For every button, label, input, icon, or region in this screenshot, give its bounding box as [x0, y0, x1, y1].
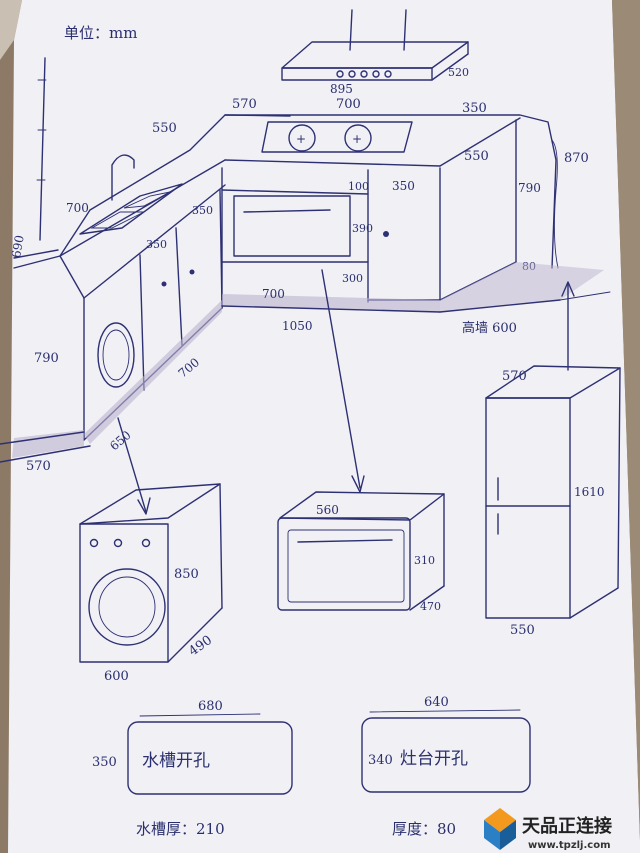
svg-text:550: 550: [510, 623, 535, 638]
svg-text:350: 350: [146, 238, 167, 251]
svg-text:640: 640: [424, 695, 449, 710]
sink-cutout: 680 350 水槽开孔 水槽厚：210: [92, 699, 293, 838]
svg-text:340: 340: [368, 753, 393, 768]
svg-text:700: 700: [66, 201, 89, 215]
paper-sheet: [8, 0, 640, 853]
detail-arrows: [117, 269, 575, 515]
svg-text:+: +: [352, 132, 362, 146]
svg-text:700: 700: [262, 287, 285, 301]
svg-text:470: 470: [420, 600, 441, 613]
svg-text:790: 790: [34, 351, 59, 366]
svg-text:350: 350: [92, 755, 117, 770]
svg-text:560: 560: [316, 503, 339, 517]
fridge-drawing: 570 1610 550: [485, 365, 621, 638]
svg-text:350: 350: [192, 204, 213, 217]
svg-text:550: 550: [464, 149, 489, 164]
svg-text:600: 600: [104, 669, 129, 684]
svg-text:灶台开孔: 灶台开孔: [400, 749, 468, 769]
svg-text:570: 570: [232, 97, 257, 112]
svg-text:300: 300: [342, 272, 363, 285]
svg-text:550: 550: [152, 121, 177, 136]
left-height-dimension: 690: [9, 57, 47, 259]
svg-text:790: 790: [518, 181, 541, 195]
svg-text:350: 350: [462, 101, 487, 116]
svg-text:310: 310: [414, 554, 435, 567]
svg-text:1050: 1050: [282, 319, 313, 333]
unit-label: 单位：mm: [64, 24, 137, 42]
svg-text:690: 690: [9, 234, 27, 259]
svg-text:水槽开孔: 水槽开孔: [142, 751, 210, 771]
svg-text:870: 870: [564, 151, 589, 166]
svg-text:1610: 1610: [574, 485, 605, 499]
svg-text:570: 570: [502, 369, 527, 384]
svg-text:570: 570: [26, 459, 51, 474]
svg-text:520: 520: [448, 66, 469, 79]
watermark-url: www.tpzlj.com: [528, 840, 611, 851]
svg-text:高墙 600: 高墙 600: [462, 320, 517, 336]
kitchen-counter: + + 550 570 700 350 550 870 700 350 350 …: [0, 97, 611, 474]
svg-text:厚度：80: 厚度：80: [392, 820, 456, 838]
svg-text:895: 895: [330, 82, 353, 96]
watermark-name: 天品正连接: [522, 815, 612, 837]
svg-text:+: +: [296, 132, 306, 146]
stove-cutout: 640 340 灶台开孔 厚度：80: [361, 695, 531, 838]
svg-text:350: 350: [392, 179, 415, 193]
svg-text:850: 850: [174, 567, 199, 582]
svg-text:680: 680: [198, 699, 223, 714]
oven-drawing: 560 310 470: [277, 491, 445, 613]
svg-text:水槽厚：210: 水槽厚：210: [136, 820, 225, 838]
svg-text:100: 100: [348, 180, 369, 193]
watermark: 天品正连接 www.tpzlj.com: [484, 808, 612, 851]
svg-text:390: 390: [352, 222, 373, 235]
svg-text:700: 700: [336, 97, 361, 112]
range-hood: 895 520: [281, 9, 469, 96]
